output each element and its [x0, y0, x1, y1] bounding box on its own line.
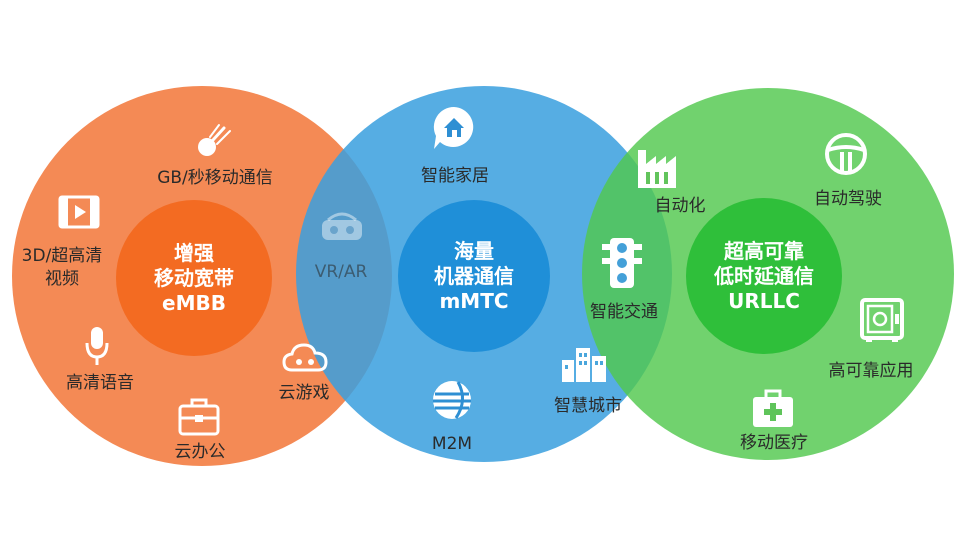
- microphone-icon: [85, 327, 109, 365]
- label-gb-mobile: GB/秒移动通信: [157, 168, 273, 188]
- label-smart-home: 智能家居: [421, 166, 489, 186]
- urllc-core-line1: 超高可靠: [724, 238, 804, 263]
- urllc-core: 超高可靠 低时延通信 URLLC: [686, 198, 842, 354]
- label-smart-traffic: 智能交通: [590, 302, 658, 322]
- safe-icon: [860, 298, 904, 342]
- label-high-reliability-app: 高可靠应用: [828, 361, 914, 381]
- factory-icon: [638, 150, 676, 188]
- medical-kit-icon: [753, 389, 793, 427]
- mmtc-core-line1: 海量: [454, 238, 494, 263]
- comet-icon: [198, 124, 231, 156]
- mmtc-core-line2: 机器通信: [434, 263, 514, 288]
- label-vr-ar: VR/AR: [314, 262, 368, 282]
- label-autonomous-driving: 自动驾驶: [814, 189, 882, 209]
- label-m2m: M2M: [431, 434, 473, 454]
- embb-core: 增强 移动宽带 eMBB: [116, 200, 272, 356]
- globe-icon: [433, 381, 471, 419]
- film-icon: [58, 195, 100, 229]
- traffic-light-icon: [602, 238, 642, 288]
- vr-headset-icon: [322, 212, 362, 240]
- home-bubble-icon: [433, 106, 474, 149]
- embb-core-line1: 增强: [174, 240, 214, 265]
- label-smart-city: 智慧城市: [554, 396, 622, 416]
- label-mobile-medical: 移动医疗: [740, 433, 808, 453]
- mmtc-core-line3: mMTC: [439, 288, 509, 313]
- cloud-game-icon: [282, 343, 328, 372]
- label-hd-voice: 高清语音: [66, 373, 134, 393]
- label-automation: 自动化: [654, 196, 706, 216]
- urllc-core-line3: URLLC: [728, 288, 800, 313]
- urllc-core-line2: 低时延通信: [714, 263, 814, 288]
- briefcase-icon: [178, 398, 220, 436]
- label-cloud-game: 云游戏: [278, 383, 330, 403]
- embb-core-line3: eMBB: [162, 290, 226, 315]
- label-3d-video-line2: 视频: [45, 269, 79, 289]
- embb-core-line2: 移动宽带: [154, 265, 234, 290]
- label-cloud-office: 云办公: [174, 442, 226, 462]
- label-3d-video-line1: 3D/超高清: [21, 246, 103, 266]
- steering-wheel-icon: [825, 133, 867, 175]
- city-buildings-icon: [562, 348, 606, 382]
- mmtc-core: 海量 机器通信 mMTC: [398, 200, 550, 352]
